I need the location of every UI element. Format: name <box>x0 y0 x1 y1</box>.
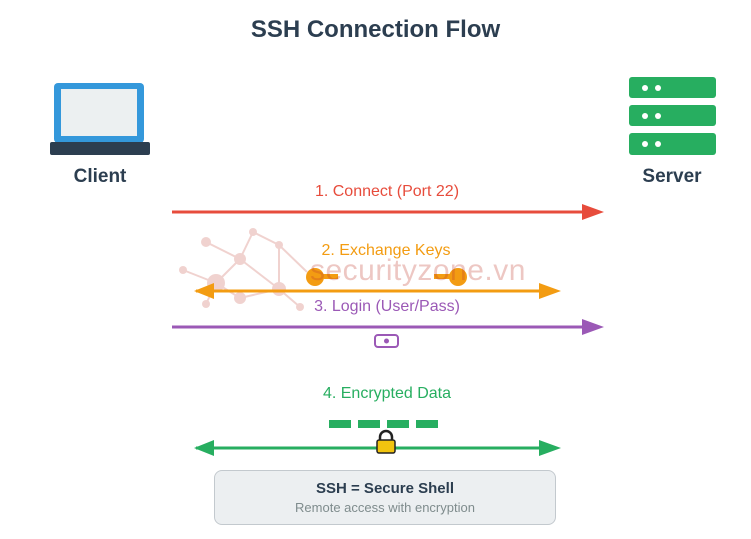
info-box: SSH = Secure Shell Remote access with en… <box>214 470 556 525</box>
key-exchange-arrow <box>194 283 561 299</box>
info-title: SSH = Secure Shell <box>316 480 454 497</box>
server-label: Server <box>642 166 702 187</box>
info-subtitle: Remote access with encryption <box>295 500 475 515</box>
step-connect-label: 1. Connect (Port 22) <box>314 183 460 200</box>
key-icon <box>306 268 338 286</box>
diagram-title: SSH Connection Flow <box>250 16 501 43</box>
key-icon-server <box>434 268 467 286</box>
server-icon <box>629 77 716 155</box>
step-encrypted-data-label: 4. Encrypted Data <box>322 385 452 402</box>
credential-icon <box>374 334 399 348</box>
connect-arrow <box>172 204 604 220</box>
lock-icon <box>376 429 396 454</box>
step-exchange-keys-label: 2. Exchange Keys <box>321 242 451 259</box>
watermark-network-graphic <box>179 228 308 311</box>
encrypted-data-arrow <box>194 440 561 456</box>
encrypted-packets-icon <box>329 420 438 428</box>
watermark-text: securityzone.vn <box>310 254 526 287</box>
step-login-label: 3. Login (User/Pass) <box>314 298 460 315</box>
laptop-icon <box>50 83 150 155</box>
client-label: Client <box>73 166 127 187</box>
login-arrow <box>172 319 604 335</box>
